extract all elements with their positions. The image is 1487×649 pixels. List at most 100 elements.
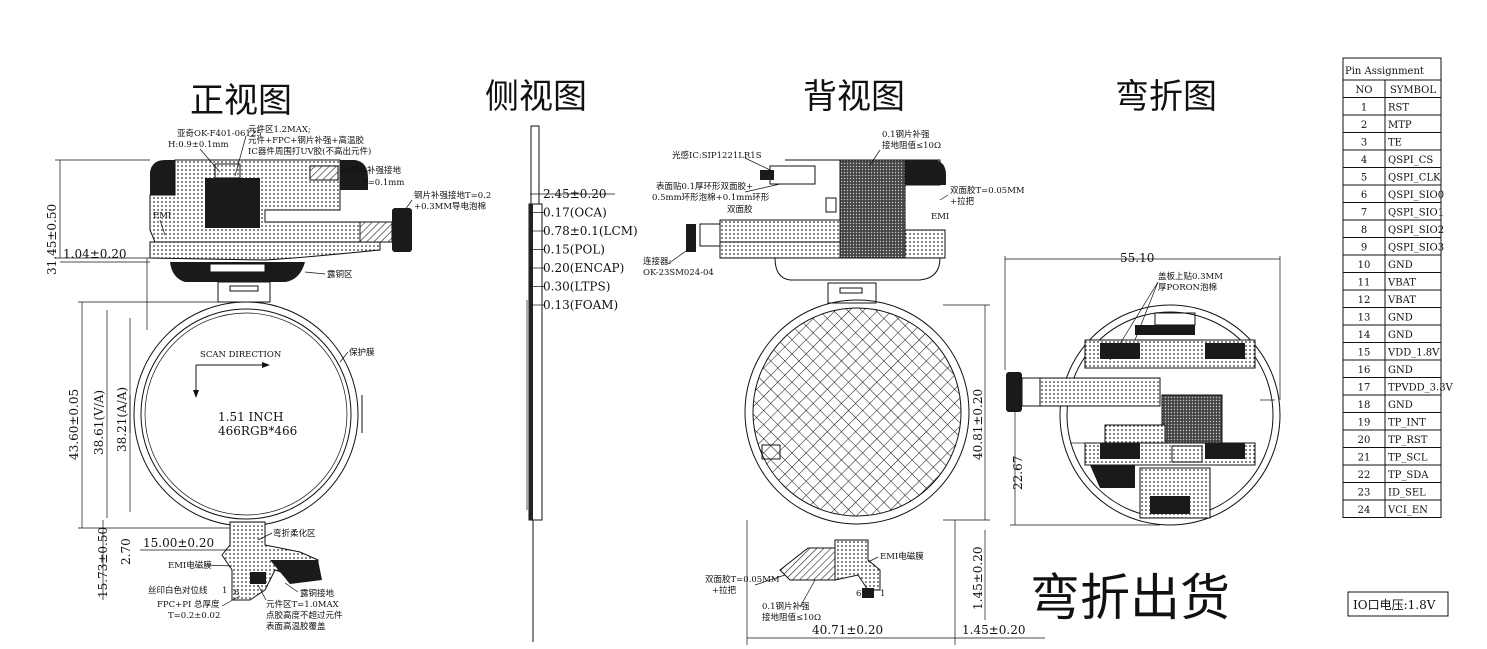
- pin-number: 22: [1358, 470, 1371, 481]
- pin-number: 11: [1358, 278, 1371, 289]
- pin-symbol: VBAT: [1387, 278, 1416, 289]
- front-note-fpc1: FPC+PI 总厚度: [157, 599, 220, 610]
- pin-number: 1: [1361, 103, 1367, 114]
- io-voltage-label: IO口电压:1.8V: [1353, 598, 1436, 612]
- front-note-steel-gnd2: +0.3MM导电泡棉: [414, 201, 486, 212]
- pin-table-header-symbol: SYMBOL: [1390, 85, 1436, 96]
- front-note-silk: 丝印白色对位线: [148, 585, 208, 596]
- pin-symbol: TP_INT: [1388, 418, 1426, 429]
- side-view-title: 侧视图: [485, 77, 587, 117]
- back-note-steel2: 接地阻值≤10Ω: [882, 140, 941, 151]
- pin-symbol: GND: [1388, 260, 1413, 271]
- side-layer-list: 2.45±0.20 0.17(OCA) 0.78±0.1(LCM) 0.15(POL)…: [530, 187, 638, 312]
- front-note-comp3: IC器件周围打UV胶(不高出元件): [248, 146, 371, 157]
- side-layer-label: 0.78±0.1(LCM): [543, 224, 638, 238]
- front-view-title: 正视图: [190, 81, 292, 121]
- back-note-dtape2: +拉把: [950, 196, 975, 207]
- front-dim-aa: 38.21(A/A): [115, 387, 129, 452]
- front-note-part: 亚奇OK-F401-06125: [177, 128, 262, 139]
- pin-symbol: QSPI_SIO2: [1388, 225, 1444, 236]
- pin-number: 7: [1361, 208, 1367, 219]
- pin-number: 17: [1358, 383, 1371, 394]
- back-note-tape3: 双面胶: [727, 204, 753, 215]
- front-dim-tail-width: 15.00±0.20: [143, 536, 214, 550]
- pin-symbol: GND: [1388, 400, 1413, 411]
- front-dim-va: 38.61(V/A): [92, 390, 106, 455]
- back-note-emi: EMI: [931, 212, 949, 222]
- pin-symbol: QSPI_SIO3: [1388, 243, 1444, 254]
- pin-symbol: VCI_EN: [1387, 505, 1428, 516]
- front-note-copper2: 露铜接地: [300, 588, 335, 599]
- pin-number: 8: [1361, 225, 1367, 236]
- pin-symbol: TPVDD_3.3V: [1388, 383, 1454, 394]
- back-view: 光感IC:SIP1221LR1S 0.1钢片补强 接地阻值≤10Ω 表面贴0.1…: [643, 129, 1045, 645]
- side-view: [526, 125, 543, 642]
- front-note-copper: 露铜区: [327, 269, 353, 280]
- pin-symbol: GND: [1388, 365, 1413, 376]
- pin-symbol: TP_SDA: [1388, 470, 1429, 481]
- back-note-sensor: 光感IC:SIP1221LR1S: [672, 150, 762, 161]
- back-dim-height: 40.81±0.20: [971, 389, 985, 460]
- front-dim-tail: 15.73±0.50: [96, 527, 110, 598]
- pin-number: 20: [1358, 435, 1371, 446]
- pin-symbol: ID_SEL: [1388, 488, 1426, 499]
- side-layer-label: 0.30(LTPS): [543, 280, 610, 294]
- back-note-tape1: 表面贴0.1厚环形双面胶+: [656, 181, 753, 192]
- pin-symbol: QSPI_CLK: [1388, 173, 1441, 184]
- bend-view-title: 弯折图: [1115, 77, 1217, 117]
- front-note-fpc2: T=0.2±0.02: [168, 611, 220, 621]
- front-note-emi-film: EMI电磁膜: [168, 560, 212, 571]
- pin-symbol: RST: [1388, 103, 1409, 114]
- front-note-pin1: 1: [222, 586, 227, 596]
- front-note-steel-t: T=0.1mm: [362, 178, 404, 188]
- side-layer-label: 0.17(OCA): [543, 206, 607, 220]
- pin-number: 2: [1361, 120, 1367, 131]
- pin-symbol: QSPI_SIO1: [1388, 208, 1444, 219]
- bend-dim-width: 55.10: [1120, 251, 1154, 265]
- back-view-title: 背视图: [803, 77, 905, 117]
- front-note-steel-gnd1: 钢片补强接地T=0.2: [414, 190, 491, 201]
- pin-number: 12: [1358, 295, 1371, 306]
- pin-number: 10: [1358, 260, 1371, 271]
- pin-number: 9: [1361, 243, 1367, 254]
- pin-number: 3: [1361, 138, 1367, 149]
- side-layer-label: 2.45±0.20: [543, 187, 607, 201]
- side-layer-label: 0.15(POL): [543, 243, 605, 257]
- pin-table-title: Pin Assignment: [1345, 66, 1424, 77]
- pin-symbol: TP_RST: [1388, 435, 1428, 446]
- back-note-dtape3: 双面胶T=0.05MM: [705, 574, 780, 585]
- pin-number: 24: [1358, 505, 1371, 516]
- front-note-comp2: 元件+FPC+钢片补强+高温胶: [248, 135, 364, 146]
- back-note-tape2: 0.5mm环形泡棉+0.1mm环形: [652, 192, 770, 203]
- pin-table-cell: [1384, 499, 1442, 518]
- front-note-pin6: 6: [234, 588, 239, 598]
- bend-note-cover2: 厚PORON泡棉: [1158, 282, 1217, 293]
- back-note-dtape1: 双面胶T=0.05MM: [950, 185, 1025, 196]
- pin-number: 15: [1358, 348, 1371, 359]
- pin-number: 23: [1358, 488, 1371, 499]
- pin-number: 19: [1358, 418, 1371, 429]
- display-resolution-label: 466RGB*466: [218, 424, 297, 438]
- back-dim-small-height: 1.45±0.20: [971, 547, 985, 611]
- pin-number: 4: [1361, 155, 1367, 166]
- back-dim-small-width: 1.45±0.20: [962, 623, 1026, 637]
- front-note-comp1: 元件区1.2MAX;: [248, 124, 311, 135]
- io-voltage-box: IO口电压:1.8V: [1347, 591, 1449, 617]
- side-layer-label: 0.20(ENCAP): [543, 261, 624, 275]
- front-note-comp-t: 元件区T=1.0MAX: [266, 599, 340, 610]
- back-note-steel4: 接地阻值≤10Ω: [762, 612, 821, 623]
- side-layer-label: 0.13(FOAM): [543, 298, 618, 312]
- back-note-dtape4: +拉把: [712, 585, 737, 596]
- pin-symbol: QSPI_CS: [1388, 155, 1433, 166]
- pin-symbol: MTP: [1388, 120, 1412, 131]
- pin-symbol: QSPI_SIO0: [1388, 190, 1444, 201]
- front-view: SCAN DIRECTION 1.51 INCH 466RGB*466 亚奇OK…: [45, 124, 491, 632]
- pin-number: 13: [1358, 313, 1371, 324]
- display-size-label: 1.51 INCH: [218, 410, 283, 424]
- pin-symbol: GND: [1388, 330, 1413, 341]
- pin-symbol: GND: [1388, 313, 1413, 324]
- front-dim-tail-height: 2.70: [119, 538, 133, 565]
- pin-symbol: VBAT: [1387, 295, 1416, 306]
- back-note-steel1: 0.1钢片补强: [882, 129, 930, 140]
